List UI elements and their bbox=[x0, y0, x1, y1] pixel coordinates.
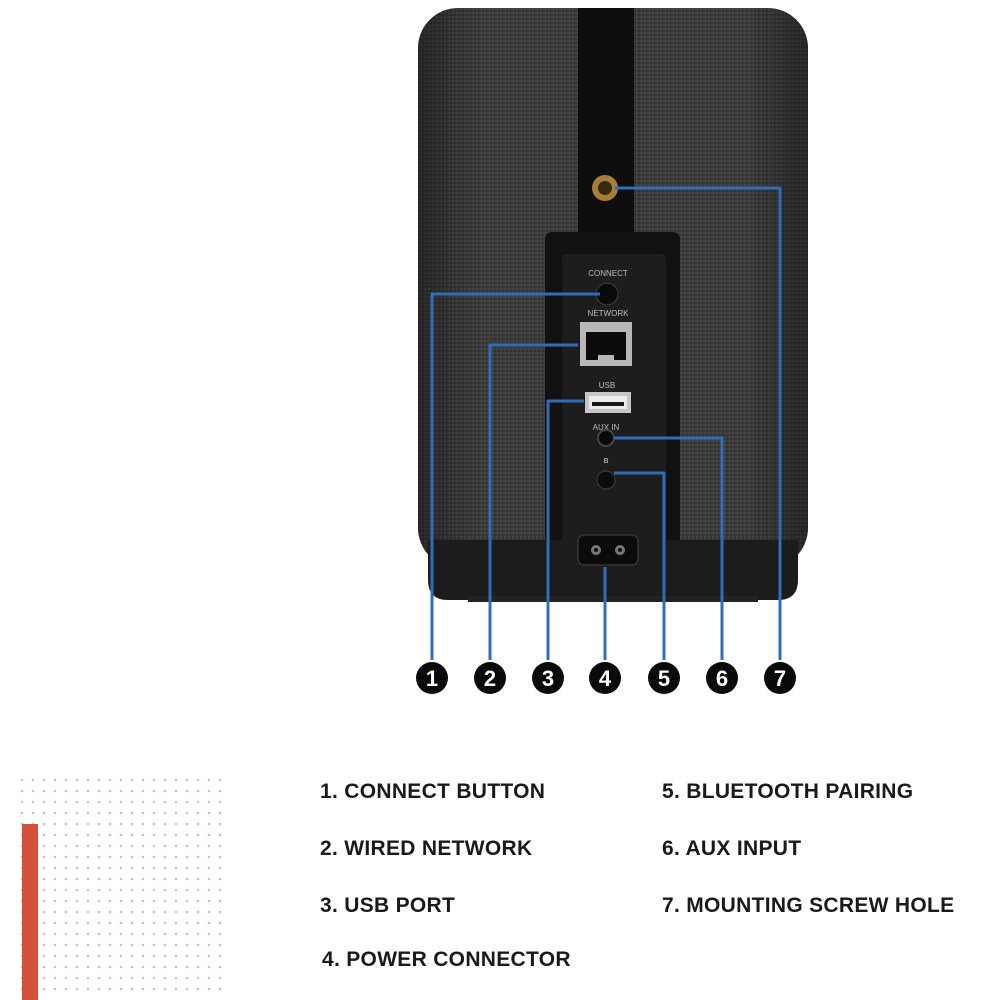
svg-text:2: 2 bbox=[484, 666, 496, 691]
connect-label: CONNECT bbox=[588, 269, 628, 278]
ethernet-port bbox=[580, 322, 632, 366]
callout-badges: 1 2 3 4 5 6 7 bbox=[416, 662, 796, 694]
dot-grid-decoration bbox=[20, 778, 222, 991]
callout-badge-6: 6 bbox=[706, 662, 738, 694]
callout-badge-5: 5 bbox=[648, 662, 680, 694]
mounting-screw-hole bbox=[592, 175, 618, 201]
accent-bar bbox=[22, 824, 38, 1000]
legend-item-6: 6. AUX INPUT bbox=[662, 837, 802, 860]
usb-port bbox=[585, 392, 631, 413]
callout-badge-7: 7 bbox=[764, 662, 796, 694]
callout-line-6 bbox=[614, 436, 724, 660]
legend-item-5: 5. BLUETOOTH PAIRING bbox=[662, 780, 914, 803]
callout-line-2 bbox=[488, 343, 578, 660]
callout-line-1 bbox=[430, 292, 600, 660]
power-connector bbox=[577, 534, 639, 566]
svg-text:7: 7 bbox=[774, 666, 786, 691]
svg-text:4: 4 bbox=[599, 666, 612, 691]
bluetooth-button bbox=[596, 470, 616, 490]
legend-item-4: 4. POWER CONNECTOR bbox=[322, 948, 571, 971]
aux-in-label: AUX IN bbox=[593, 423, 620, 432]
callout-line-7 bbox=[615, 186, 782, 660]
legend-item-2: 2. WIRED NETWORK bbox=[320, 837, 533, 860]
callout-badge-4: 4 bbox=[589, 662, 621, 694]
callout-line-5 bbox=[614, 471, 666, 660]
callout-badge-2: 2 bbox=[474, 662, 506, 694]
speaker-rear-diagram: CONNECT NETWORK USB AUX IN ʙ 1 bbox=[416, 8, 808, 694]
aux-jack bbox=[597, 429, 615, 447]
legend-item-1: 1. CONNECT BUTTON bbox=[320, 780, 546, 803]
callout-line-3 bbox=[546, 399, 584, 660]
callout-badge-3: 3 bbox=[532, 662, 564, 694]
callout-badge-1: 1 bbox=[416, 662, 448, 694]
svg-text:5: 5 bbox=[658, 666, 670, 691]
bluetooth-symbol: ʙ bbox=[603, 456, 608, 466]
svg-text:6: 6 bbox=[716, 666, 728, 691]
speaker-body bbox=[418, 8, 808, 602]
legend-item-7: 7. MOUNTING SCREW HOLE bbox=[662, 894, 955, 917]
legend-item-3: 3. USB PORT bbox=[320, 894, 456, 917]
svg-text:3: 3 bbox=[542, 666, 554, 691]
svg-text:1: 1 bbox=[426, 666, 438, 691]
callout-lines bbox=[430, 186, 782, 660]
usb-label: USB bbox=[599, 381, 615, 390]
network-label: NETWORK bbox=[588, 309, 630, 318]
